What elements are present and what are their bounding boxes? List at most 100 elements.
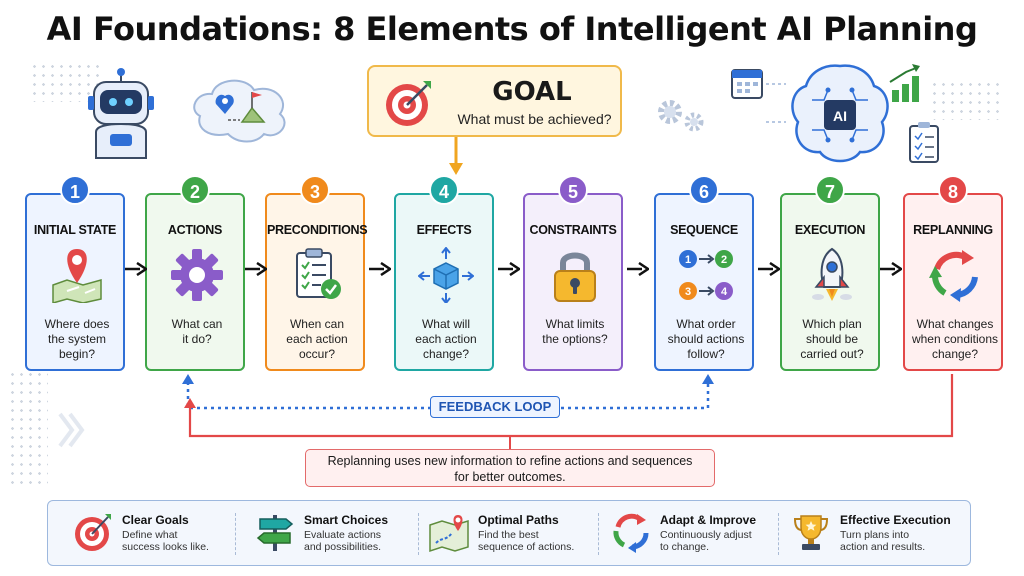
- feedback-loop-label: FEEDBACK LOOP: [430, 396, 560, 418]
- goal-down-arrow: [449, 137, 463, 175]
- benefit-separator: [778, 513, 779, 555]
- brain-icon: AI: [791, 64, 889, 163]
- step-question-line: change?: [931, 347, 979, 361]
- flow-arrow-right-icon: [369, 262, 391, 276]
- dot-grid-decoration: [930, 80, 1000, 120]
- replanning-note-line: for better outcomes.: [454, 470, 566, 484]
- replanning-note-line: Replanning uses new information to refin…: [327, 454, 693, 468]
- step-question-line: What will: [421, 317, 470, 331]
- target-icon: [75, 514, 111, 551]
- dot-grid-decoration: [8, 370, 48, 490]
- step-number-badge: 6: [689, 175, 719, 205]
- step-question-line: it do?: [182, 332, 212, 346]
- step-question-line: What changes: [916, 317, 994, 331]
- svg-text:AI: AI: [833, 108, 847, 124]
- step-question-line: follow?: [687, 347, 725, 361]
- step-label: INITIAL STATE: [33, 223, 117, 237]
- calendar-icon: [731, 69, 763, 99]
- step-question-line: When can: [289, 317, 345, 331]
- flow-arrow-right-icon: [627, 262, 649, 276]
- step-question-line: the system: [47, 332, 107, 346]
- replanning-note: Replanning uses new information to refin…: [305, 449, 715, 487]
- step-question-line: What order: [676, 317, 736, 331]
- step-question-line: when conditions: [911, 332, 999, 346]
- flow-arrow-right-icon: [758, 262, 780, 276]
- flow-arrow-right-icon: [498, 262, 520, 276]
- flow-arrow-right-icon: [125, 262, 147, 276]
- benefit-title: Clear Goals: [122, 513, 189, 527]
- map-route-icon: [429, 515, 469, 553]
- map-pin-icon: [52, 249, 102, 303]
- goal-title: GOAL: [492, 77, 572, 107]
- step-label: EXECUTION: [794, 223, 866, 237]
- step-question-line: should actions: [667, 332, 745, 346]
- step-question-line: What can: [171, 317, 223, 331]
- step-number-badge: 4: [429, 175, 459, 205]
- step-number-badge: 7: [815, 175, 845, 205]
- flow-arrow-right-icon: [245, 262, 267, 276]
- step-label: REPLANNING: [913, 223, 993, 237]
- gears-icon: [658, 100, 704, 132]
- thought-cloud-icon: [193, 79, 286, 143]
- bar-chart-growth-icon: [889, 64, 920, 102]
- benefit-title: Optimal Paths: [478, 513, 559, 527]
- flow-arrow-right-icon: [880, 262, 902, 276]
- benefit-separator: [418, 513, 419, 555]
- step-label: CONSTRAINTS: [529, 223, 617, 237]
- step-number-badge: 1: [60, 175, 90, 205]
- goal-box: GOAL What must be achieved?: [367, 65, 622, 137]
- benefit-title: Smart Choices: [304, 513, 389, 527]
- step-question-line: change?: [422, 347, 470, 361]
- padlock-icon: [554, 252, 596, 302]
- clipboard-check-icon: [296, 248, 341, 299]
- goal-subtitle: What must be achieved?: [457, 111, 612, 127]
- svg-text:1: 1: [685, 254, 691, 266]
- step-label: ACTIONS: [167, 223, 223, 237]
- benefit-title: Effective Execution: [840, 513, 951, 527]
- step-question-line: each action: [286, 332, 348, 346]
- step-question-line: occur?: [298, 347, 336, 361]
- step-question-line: Which plan: [802, 317, 862, 331]
- step-number-badge: 5: [558, 175, 588, 205]
- step-label: PRECONDITIONS: [267, 223, 368, 237]
- checklist-icon: [909, 122, 939, 163]
- step-question-line: the options?: [542, 332, 608, 346]
- robot-icon: [88, 68, 154, 159]
- step-number-badge: 8: [938, 175, 968, 205]
- gear-icon: [171, 249, 223, 301]
- step-question-line: begin?: [58, 347, 96, 361]
- cycle-arrows-icon: [929, 250, 978, 302]
- signpost-icon: [256, 515, 294, 551]
- ai-brain-illustration: AI: [731, 64, 939, 163]
- step-question-line: What limits: [545, 317, 605, 331]
- step-number-badge: 2: [180, 175, 210, 205]
- svg-text:3: 3: [685, 286, 691, 298]
- chevron-right-decoration: [58, 412, 85, 448]
- trophy-icon: [793, 515, 829, 550]
- dot-grid-decoration: [30, 62, 100, 102]
- benefit-title: Adapt & Improve: [660, 513, 757, 527]
- step-question-line: each action: [415, 332, 477, 346]
